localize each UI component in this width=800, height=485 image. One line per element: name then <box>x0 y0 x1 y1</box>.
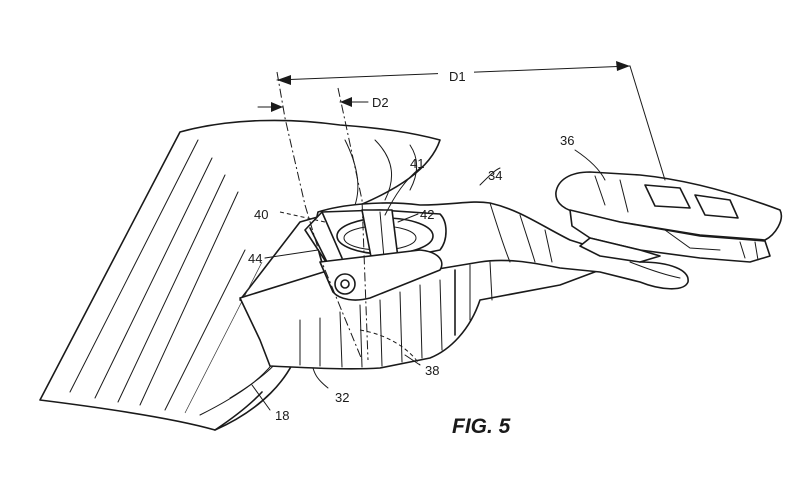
ref-42: 42 <box>420 207 434 222</box>
ref-44: 44 <box>248 251 262 266</box>
label-d2: D2 <box>372 95 389 110</box>
brake-pad-36 <box>556 172 781 262</box>
ref-32: 32 <box>335 390 349 405</box>
ref-40: 40 <box>254 207 268 222</box>
label-d1: D1 <box>449 69 466 84</box>
ref-38: 38 <box>425 363 439 378</box>
ref-18: 18 <box>275 408 289 423</box>
ref-41: 41 <box>410 156 424 171</box>
dimension-d2: D2 <box>258 95 389 112</box>
ref-36: 36 <box>560 133 574 148</box>
figure-caption: FIG. 5 <box>452 415 511 438</box>
ref-34: 34 <box>488 168 502 183</box>
